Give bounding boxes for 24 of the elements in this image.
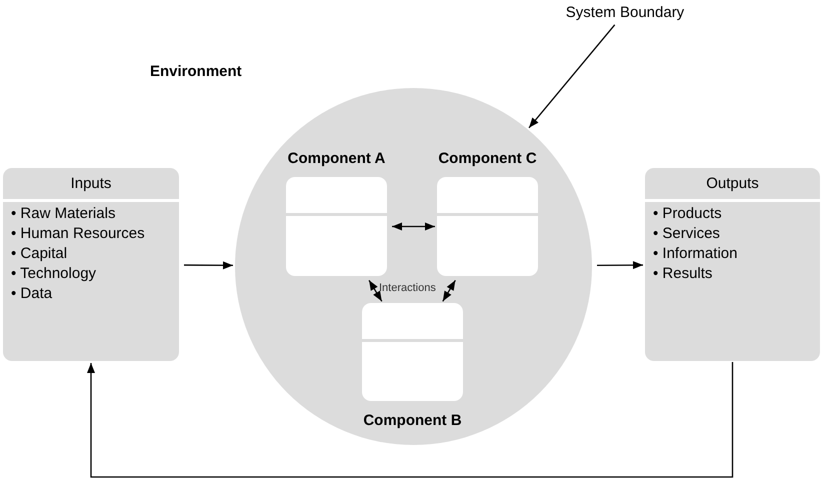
- list-item: • Human Resources: [11, 225, 146, 242]
- panel-heading: Inputs: [3, 168, 179, 202]
- list-item: • Raw Materials: [11, 205, 116, 222]
- list-item: • Technology: [11, 265, 98, 282]
- callout-text: System Boundary: [564, 4, 686, 21]
- list-item: • Information: [653, 245, 738, 262]
- component-label: Component A: [286, 150, 386, 167]
- list-item: • Results: [653, 265, 714, 282]
- component-label: Component B: [362, 412, 463, 429]
- arrow: [368, 280, 382, 302]
- arrow: [597, 261, 643, 270]
- list-item: • Products: [653, 205, 723, 222]
- environment-heading: Environment: [150, 63, 242, 80]
- list-item: • Data: [11, 285, 54, 302]
- leader-line: [528, 24, 616, 128]
- arrow: [184, 261, 233, 270]
- list-item: • Capital: [11, 245, 68, 262]
- arrow: [87, 362, 734, 478]
- component-label: Component C: [437, 150, 538, 167]
- panel-heading: Outputs: [645, 168, 820, 202]
- arrow: [392, 222, 435, 230]
- arrow: [442, 280, 456, 302]
- interactions-label: Interactions: [379, 282, 436, 294]
- list-item: • Services: [653, 225, 721, 242]
